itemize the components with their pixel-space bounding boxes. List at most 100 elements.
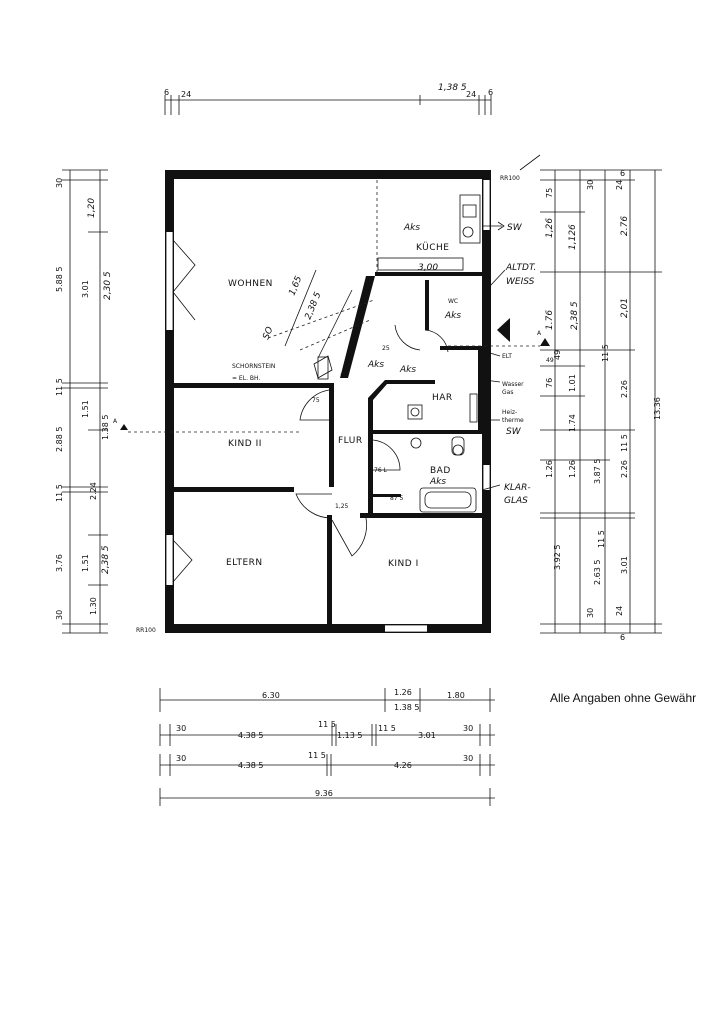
dim-bottom-r3-3: 4.26 <box>394 761 412 770</box>
dim-right-18: 1.26 <box>568 460 577 478</box>
annotation-heiz: Heiz- <box>502 409 517 416</box>
room-label-flur: FLUR <box>338 436 363 446</box>
dim-right-16: 1.74 <box>568 414 577 432</box>
dim-left-1: 1,20 <box>87 198 97 218</box>
annotation-therme-sw: SW <box>506 427 522 437</box>
dim-right-8: 2,38 5 <box>570 301 580 330</box>
annotation-sw: SW <box>507 223 523 233</box>
dim-right-25: 3.01 <box>620 556 629 574</box>
dim-top-e: 6 <box>488 88 493 97</box>
section-marker-a-left: A <box>113 418 118 425</box>
annotation-altdt: ALTDT. <box>505 263 536 273</box>
dim-bottom-r2-0: 30 <box>176 724 186 733</box>
dim-bottom-r2-5: 3.01 <box>418 731 436 740</box>
room-label-har: HAR <box>432 393 453 403</box>
dim-right-6: 2.76 <box>620 216 630 236</box>
room-label-flur-aks: Aks <box>367 360 384 370</box>
dim-diag2: 2,38 5 <box>304 291 324 322</box>
dim-right-20: 11 5 <box>620 434 629 452</box>
annotation-gas: Gas <box>502 389 513 396</box>
dim-diag1: 1,65 <box>288 275 305 298</box>
dim-left-4: 2,30 5 <box>103 271 113 300</box>
dim-left-9: 11 5 <box>55 484 64 502</box>
dim-v75: 75 <box>312 397 320 404</box>
dim-left-3: 3.01 <box>81 280 90 298</box>
dim-bottom-r3-4: 30 <box>463 754 473 763</box>
dim-right-14: 2.26 <box>620 380 629 398</box>
dim-right-4: 1,26 <box>545 218 555 238</box>
dim-right-21: 2.26 <box>620 460 629 478</box>
dim-door125: 1,25 <box>335 503 349 510</box>
dim-left-0: 30 <box>55 178 64 188</box>
dim-right-24: 11 5 <box>597 530 606 548</box>
dim-bottom-r1-0: 6.30 <box>262 691 280 700</box>
dim-right-12: 1.01 <box>568 374 577 392</box>
dim-top-b: 24 <box>181 90 191 99</box>
room-label-eltern: ELTERN <box>226 558 263 568</box>
bottom-dimensions: 6.30 1.26 1.38 5 1.80 30 4.38 5 11 5 1.1… <box>159 688 495 806</box>
dim-bottom-r3-0: 30 <box>176 754 186 763</box>
room-label-bad-aks: Aks <box>429 477 446 487</box>
dim-right-13: 11 5 <box>601 344 610 362</box>
dim-left-8: 1.38 5 <box>101 415 110 440</box>
dim-left-14: 30 <box>55 610 64 620</box>
dim-bottom-r2-6: 30 <box>463 724 473 733</box>
room-labels: WOHNEN KÜCHE Aks KIND II FLUR ELTERN KIN… <box>226 223 461 569</box>
dim-87: 87 5 <box>390 495 404 502</box>
dim-bottom-r1-1: 1.26 <box>394 688 412 697</box>
dim-right-0: 30 <box>586 180 595 190</box>
doors <box>295 324 449 557</box>
annotation-therme: therme <box>502 417 524 424</box>
left-dimensions: 30 1,20 5.88 5 3.01 2,30 5 11 5 2.88 5 1… <box>55 169 113 634</box>
dim-bottom-r3-1: 4.38 5 <box>238 761 263 770</box>
windows <box>165 180 491 633</box>
dim-right-1: 75 <box>545 188 554 198</box>
room-label-wohnen: WOHNEN <box>228 279 273 289</box>
dim-49: 49 <box>546 357 554 364</box>
annotation-el-bh: = EL. BH. <box>232 375 260 382</box>
room-label-kind2: KIND II <box>228 439 262 449</box>
annotation-arrows <box>479 154 541 491</box>
room-label-wc: WC <box>448 298 458 305</box>
annotation-elt: ELT <box>502 353 512 360</box>
dim-right-7: 1.76 <box>545 310 555 330</box>
annotation-glas: GLAS <box>504 496 528 506</box>
dim-bottom-r2-3: 1.13 5 <box>337 731 362 740</box>
dim-bottom-total: 9.36 <box>315 789 333 798</box>
dim-right-17: 1.26 <box>545 460 554 478</box>
dim-top-a: 6 <box>164 88 169 97</box>
dim-right-28: 6 <box>620 633 625 642</box>
dim-left-2: 5.88 5 <box>55 267 64 292</box>
dim-right-11: 76 <box>545 378 554 388</box>
dim-w30: 30 <box>340 373 348 380</box>
dim-right-26: 30 <box>586 608 595 618</box>
outer-walls <box>165 170 491 633</box>
dim-right-27: 24 <box>615 606 624 616</box>
room-label-kueche: KÜCHE <box>416 242 450 253</box>
dim-right-5: 1,126 <box>568 224 578 250</box>
dim-right-10: 49 <box>553 350 562 360</box>
annotations: SW ALTDT. WEISS ELT Wasser Gas Heiz- the… <box>113 173 542 634</box>
annotation-kf: KA <box>378 173 387 180</box>
section-marker-a-right: A <box>537 330 542 337</box>
dim-bottom-r2-1: 4.38 5 <box>238 731 263 740</box>
dim-left-12: 1.51 <box>81 554 90 572</box>
dim-left-7: 1.51 <box>81 400 90 418</box>
annotation-schornstein: SCHORNSTEIN <box>232 363 275 370</box>
interior-walls <box>174 272 482 625</box>
dim-left-6: 2.88 5 <box>55 427 64 452</box>
room-label-kind1: KIND I <box>388 559 419 569</box>
annotation-weiss: WEISS <box>506 277 535 287</box>
dim-kitchen-width: 3,00 <box>418 263 438 273</box>
dim-76l: 76 L <box>374 467 388 474</box>
dim-right-23: 2.63 5 <box>593 560 602 585</box>
dim-left-15: 1.30 <box>89 597 98 615</box>
right-dimensions: 30 75 24 6 1,26 1,126 2.76 1.76 2,38 5 2… <box>540 169 662 642</box>
annotation-rr100-top: RR100 <box>500 175 520 182</box>
dim-left-13: 2,38 5 <box>101 545 111 574</box>
dim-bottom-r1-2: 1.38 5 <box>394 703 419 712</box>
dim-left-5: 11 5 <box>55 378 64 396</box>
disclaimer-note: Alle Angaben ohne Gewähr <box>550 691 697 705</box>
annotation-wasser: Wasser <box>502 381 524 388</box>
